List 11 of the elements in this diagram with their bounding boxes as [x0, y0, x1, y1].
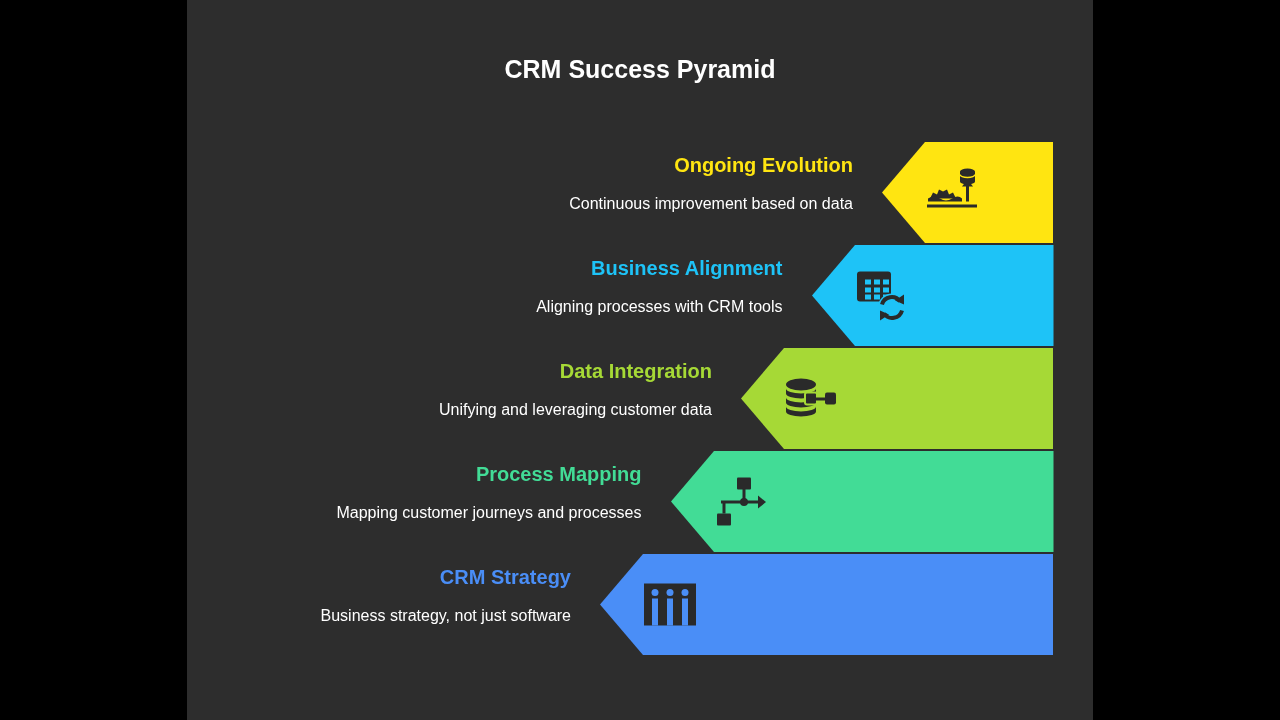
tier-heading: Process Mapping — [475, 463, 642, 486]
tier-heading: Ongoing Evolution — [674, 154, 853, 177]
tier-description: Business strategy, not just software — [320, 607, 571, 625]
tier-heading: CRM Strategy — [439, 566, 571, 589]
tier-description: Aligning processes with CRM tools — [536, 298, 783, 316]
tier-description: Unifying and leveraging customer data — [438, 401, 712, 419]
tier-heading: Business Alignment — [591, 257, 783, 280]
tier-description: Continuous improvement based on data — [569, 195, 853, 213]
tier-description: Mapping customer journeys and processes — [336, 504, 642, 522]
tier-heading: Data Integration — [559, 360, 712, 383]
diagram-title: CRM Success Pyramid — [503, 55, 777, 84]
